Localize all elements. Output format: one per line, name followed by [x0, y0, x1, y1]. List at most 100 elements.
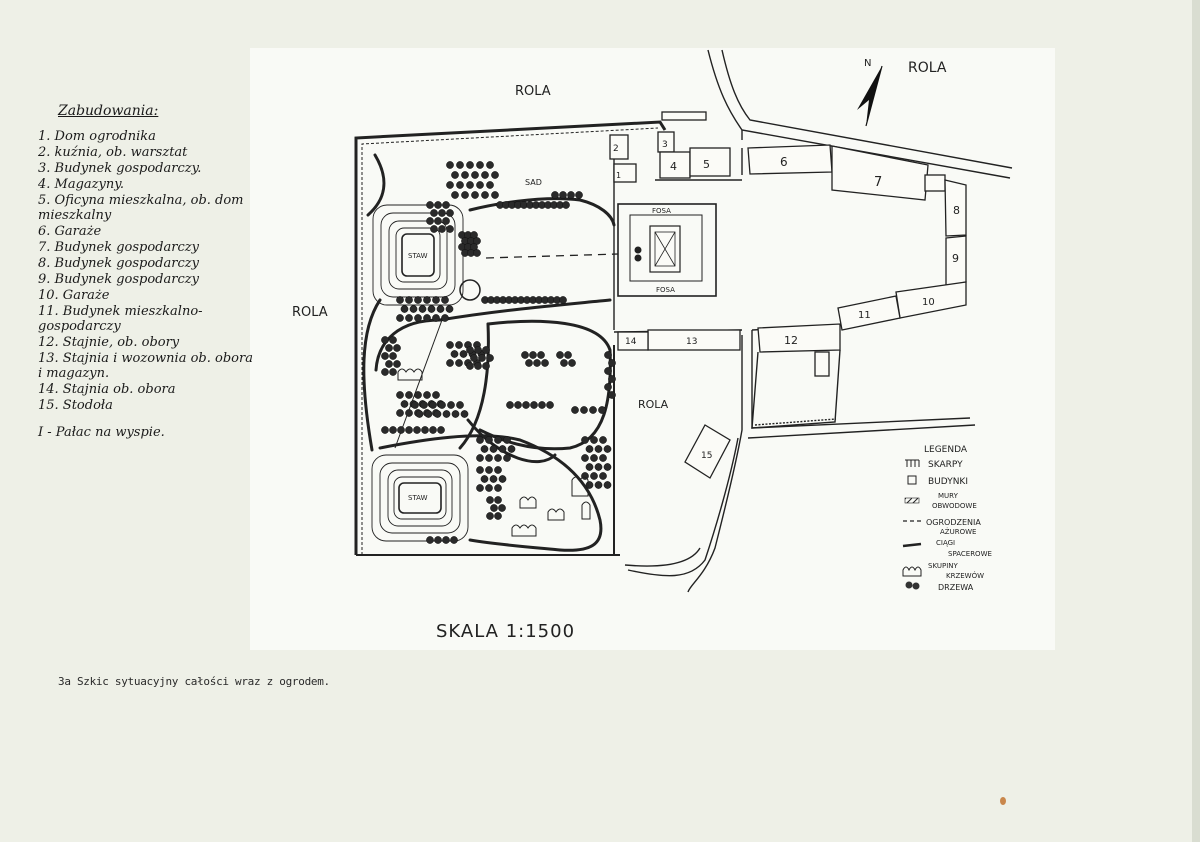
tree-mark [482, 362, 490, 370]
label-fosa-top: FOSA [652, 207, 671, 215]
tree-mark [389, 426, 397, 434]
legend-krzewy-1: SKUPINY [928, 562, 958, 570]
tree-mark [481, 191, 489, 199]
tree-mark [446, 161, 454, 169]
tree-mark [424, 410, 433, 418]
map-scale: SKALA 1:1500 [436, 621, 575, 642]
perimeter-wall [354, 120, 667, 556]
tree-mark [559, 296, 567, 304]
tree-mark [598, 406, 606, 414]
building-label: 10 [922, 297, 935, 308]
tree-mark [471, 191, 479, 199]
tree-mark [437, 426, 445, 434]
tree-mark [581, 472, 589, 480]
tree-mark [474, 362, 482, 370]
tree-mark [450, 350, 459, 358]
tree-mark [434, 201, 442, 209]
tree-mark [400, 400, 409, 408]
walking-paths [362, 153, 616, 552]
tree-mark [405, 296, 413, 304]
tree-mark [432, 314, 440, 322]
yard-wall [751, 349, 841, 429]
tree-mark [405, 314, 413, 322]
tree-mark [381, 336, 389, 344]
tree-mark [460, 410, 469, 418]
tree-mark [608, 375, 616, 383]
tree-mark [564, 351, 572, 359]
tree-mark [529, 351, 537, 359]
buildings-list-item: 4. Magazyny. [38, 177, 124, 192]
tree-mark [507, 445, 516, 453]
tree-mark [562, 201, 570, 209]
tree-mark [423, 314, 431, 322]
tree-mark [434, 217, 442, 225]
tree-mark [456, 401, 464, 409]
tree-mark [423, 391, 431, 399]
tree-mark [494, 512, 502, 520]
tree-mark [476, 466, 484, 474]
tree-mark [478, 354, 486, 362]
buildings-list-item: 12. Stajnie, ob. obory [38, 335, 180, 350]
tree-mark [481, 171, 489, 179]
legend-skarpy: SKARPY [928, 460, 963, 470]
label-fosa-bottom: FOSA [656, 286, 675, 294]
tree-mark [405, 426, 413, 434]
tree-mark [585, 445, 594, 453]
building-7 [831, 145, 929, 201]
tree-mark [608, 391, 616, 399]
building-1 [613, 163, 637, 183]
tree-mark [599, 454, 607, 462]
tree-mark [581, 436, 589, 444]
buildings-list-item: 10. Garaże [38, 288, 110, 303]
tree-mark [603, 445, 612, 453]
buildings-list: Zabudowania: 1. Dom ogrodnika 2. kuźnia,… [38, 104, 253, 441]
map-legend-title: LEGENDA [924, 445, 968, 455]
tree-mark [414, 391, 422, 399]
legend-ciagi-2: SPACEROWE [948, 550, 992, 558]
map-legend: LEGENDA SKARPY BUDYNKI MURY OBWODOWE OGR… [902, 445, 992, 592]
tree-mark [432, 391, 440, 399]
tree-mark [396, 409, 404, 417]
tree-mark [389, 352, 397, 360]
tree-mark [455, 359, 463, 367]
label-staw-bottom: STAW [408, 494, 428, 502]
tree-mark [486, 161, 494, 169]
tree-mark [451, 410, 460, 418]
tree-mark [538, 401, 546, 409]
figure-caption: 3a Szkic sytuacyjny całości wraz z ogrod… [58, 675, 330, 688]
building-label: 3 [662, 140, 668, 150]
tree-mark [456, 161, 464, 169]
tree-mark [494, 454, 502, 462]
tree-mark [393, 360, 401, 368]
legend-mury-2: OBWODOWE [932, 502, 977, 510]
tree-mark [541, 359, 549, 367]
tree-mark [568, 359, 576, 367]
tree-mark [491, 191, 499, 199]
tree-mark [456, 181, 464, 189]
legend-drzewa: DRZEWA [938, 583, 974, 592]
tree-mark [476, 436, 484, 444]
label-rola-left: ROLA [292, 305, 328, 320]
tree-mark [559, 191, 567, 199]
tree-mark [490, 504, 498, 512]
tree-mark [486, 496, 494, 504]
stain-mark [1000, 797, 1006, 805]
building-label: 9 [952, 252, 959, 265]
tree-mark [604, 367, 612, 375]
palace-item: I - Pałac na wyspie. [38, 425, 165, 440]
tree-mark [421, 426, 429, 434]
building-label: 15 [701, 451, 712, 461]
tree-mark [436, 305, 445, 313]
tree-mark [466, 362, 474, 370]
tree-mark [396, 391, 404, 399]
tree-mark [556, 351, 564, 359]
tree-mark [551, 191, 559, 199]
tree-mark [486, 512, 494, 520]
tree-mark [482, 346, 490, 354]
tree-mark [476, 454, 484, 462]
tree-mark [405, 391, 413, 399]
tree-mark [474, 346, 482, 354]
north-arrow [857, 65, 883, 127]
tree-mark [546, 401, 554, 409]
tree-mark [434, 536, 442, 544]
